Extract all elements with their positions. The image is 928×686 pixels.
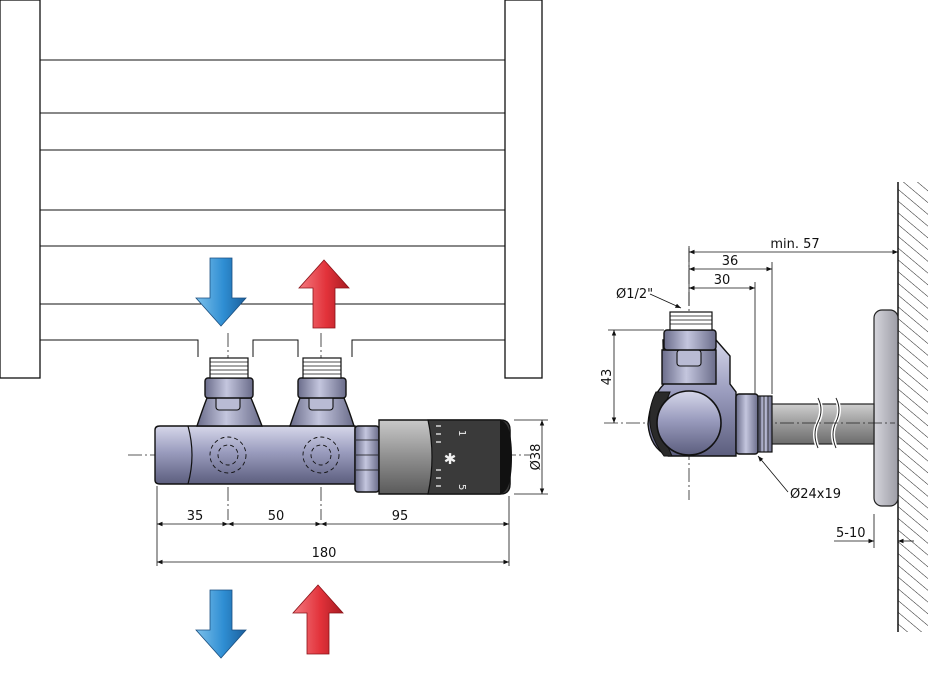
thread-label: Ø1/2" [616, 287, 653, 302]
dim-95: 95 [392, 509, 409, 524]
dim-30: 30 [714, 273, 731, 288]
dim-min-57: min. 57 [770, 237, 819, 252]
flow-out-arrow-bottom [292, 584, 344, 655]
dim-43: 43 [600, 369, 615, 386]
dim-50: 50 [268, 509, 285, 524]
front-dimensions: 35 50 95 180 Ø38 [156, 419, 548, 566]
side-dimensions: min. 57 36 30 Ø1/2" 43 Ø24x19 5-10 [600, 237, 914, 548]
knob-scale-top: 1 [456, 430, 467, 436]
dim-wall-gap: 5-10 [836, 526, 866, 541]
dim-diameter-38: Ø38 [529, 444, 544, 471]
knob-scale-bottom: 5 [456, 484, 467, 490]
valve-front-view: 1 ✱ 5 [128, 333, 530, 520]
dim-36: 36 [722, 254, 739, 269]
knob-scale-symbol: ✱ [444, 450, 457, 468]
pipe-size-label: Ø24x19 [790, 487, 841, 502]
flow-in-arrow-top [195, 257, 247, 327]
radiator [0, 0, 543, 379]
dim-35: 35 [187, 509, 204, 524]
flow-out-arrow-top [298, 259, 350, 329]
valve-side-view [604, 182, 928, 632]
flow-in-arrow-bottom [195, 589, 247, 659]
dim-180: 180 [312, 546, 337, 561]
